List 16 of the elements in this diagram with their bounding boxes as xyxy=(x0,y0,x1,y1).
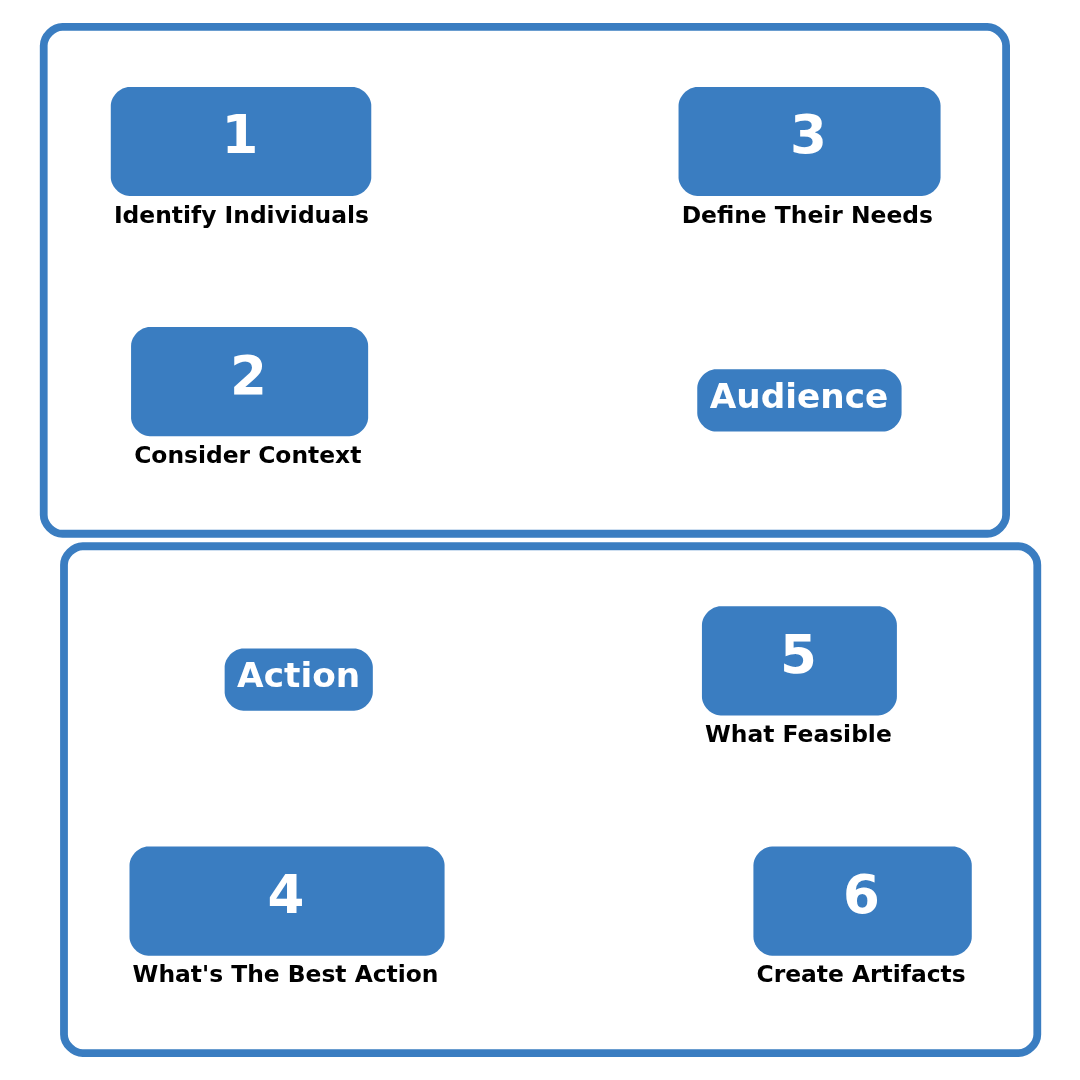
cluster xyxy=(39,22,1010,538)
node-box: 4 xyxy=(129,846,445,956)
node-label: What's The Best Action xyxy=(132,960,439,989)
cluster xyxy=(59,542,1041,1058)
node-label: What Feasible xyxy=(704,719,892,748)
node-box: Action xyxy=(224,648,373,711)
node-label: Consider Context xyxy=(133,440,361,469)
node-box: 1 xyxy=(110,86,371,197)
node-box: 3 xyxy=(678,86,941,197)
node-box: 6 xyxy=(752,846,972,956)
node-label: Identify Individuals xyxy=(113,200,369,229)
node-box: 2 xyxy=(130,327,368,437)
node-box: 5 xyxy=(701,606,897,716)
node-box: Audience xyxy=(696,369,902,432)
node-label: Create Artifacts xyxy=(756,960,966,989)
node-label: Define Their Needs xyxy=(681,200,933,229)
